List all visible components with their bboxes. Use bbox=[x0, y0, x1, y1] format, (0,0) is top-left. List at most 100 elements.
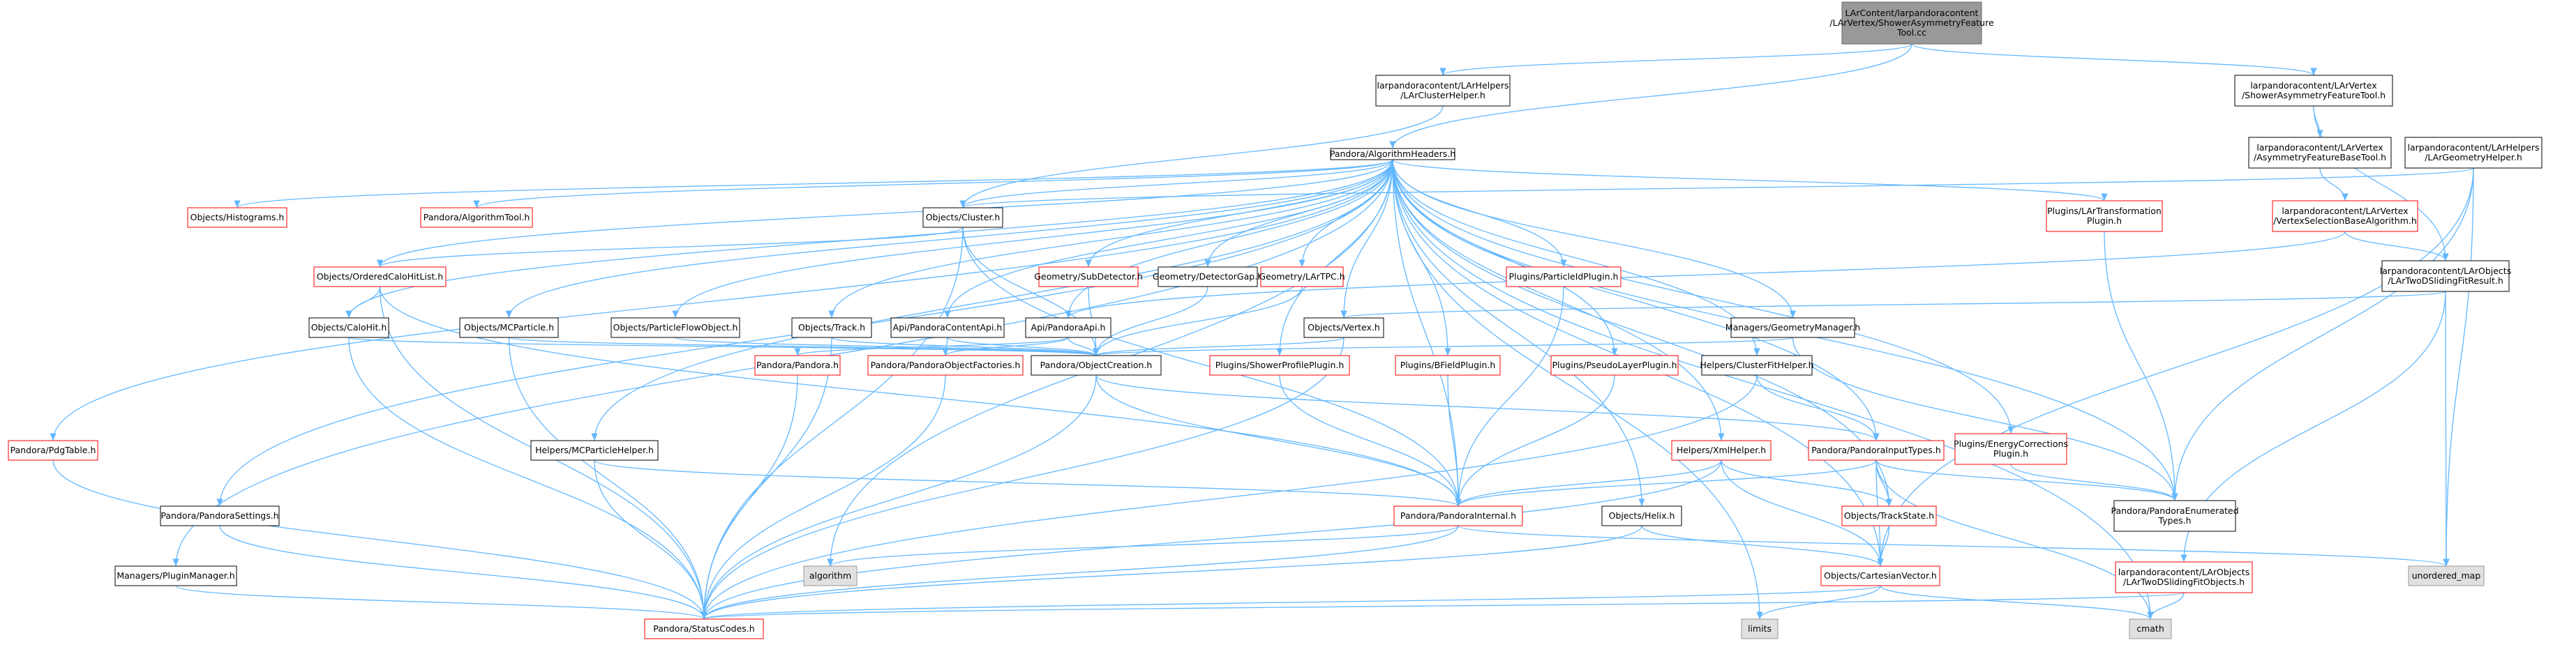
node-label: Objects/Cluster.h bbox=[926, 212, 1001, 222]
node-cartesian[interactable]: Objects/CartesianVector.h bbox=[1820, 565, 1940, 586]
node-cmath[interactable]: cmath bbox=[2129, 618, 2172, 639]
node-label: Plugins/BFieldPlugin.h bbox=[1400, 360, 1496, 370]
node-track[interactable]: Objects/Track.h bbox=[791, 317, 872, 338]
node-box-showerprofile bbox=[1209, 355, 1350, 376]
node-box-enumtypes bbox=[2113, 500, 2236, 532]
node-twodsliding[interactable]: larpandoracontent/LArObjects/LArTwoDSlid… bbox=[2380, 260, 2511, 292]
node-mcphelper[interactable]: Helpers/MCParticleHelper.h bbox=[530, 440, 659, 461]
node-pluginmgr[interactable]: Managers/PluginManager.h bbox=[114, 565, 237, 586]
node-inputtypes[interactable]: Pandora/PandoraInputTypes.h bbox=[1808, 440, 1945, 461]
node-clusterfit[interactable]: Helpers/ClusterFitHelper.h bbox=[1700, 355, 1814, 376]
node-internal[interactable]: Pandora/PandoraInternal.h bbox=[1393, 505, 1523, 526]
node-unorderedmap[interactable]: unordered_map bbox=[2408, 565, 2485, 586]
node-algheaders[interactable]: Pandora/AlgorithmHeaders.h bbox=[1330, 148, 1455, 160]
node-mcparticle[interactable]: Objects/MCParticle.h bbox=[459, 317, 559, 338]
edge-algheaders-to-orderedcalo bbox=[377, 159, 1393, 268]
node-objfactories[interactable]: Pandora/PandoraObjectFactories.h bbox=[867, 355, 1024, 376]
edge-mcparticle-to-statuscodes bbox=[508, 337, 707, 620]
node-label: Plugins/ParticleIdPlugin.h bbox=[1509, 271, 1619, 282]
node-label: Api/PandoraApi.h bbox=[1031, 322, 1106, 333]
node-pseudolayer[interactable]: Plugins/PseudoLayerPlugin.h bbox=[1550, 355, 1679, 376]
edge-helix-to-cartesian bbox=[1641, 525, 1884, 567]
node-vertex[interactable]: Objects/Vertex.h bbox=[1303, 317, 1384, 338]
node-showerasym[interactable]: larpandoracontent/LArVertex/ShowerAsymme… bbox=[2234, 75, 2393, 107]
node-objcreation[interactable]: Pandora/ObjectCreation.h bbox=[1031, 355, 1162, 376]
edge-pdgtable-to-statuscodes bbox=[52, 459, 707, 620]
node-label: Objects/TrackState.h bbox=[1844, 510, 1934, 521]
node-contentapi[interactable]: Api/PandoraContentApi.h bbox=[890, 317, 1005, 338]
node-clusterhelper[interactable]: larpandoracontent/LArHelpers/LArClusterH… bbox=[1375, 75, 1511, 107]
node-label: larpandoracontent/LArObjects bbox=[2118, 567, 2249, 577]
node-statuscodes[interactable]: Pandora/StatusCodes.h bbox=[644, 618, 764, 639]
edge-algheaders-to-pseudolayer bbox=[1392, 159, 1618, 356]
edge-geommgr-to-objcreation bbox=[1093, 337, 1794, 356]
node-box-mcparticle bbox=[459, 317, 559, 338]
node-box-algorithm bbox=[803, 565, 858, 586]
node-label: Plugins/LArTransformation bbox=[2047, 206, 2162, 216]
edge-geommgr-to-enumtypes bbox=[1792, 337, 2178, 501]
node-root[interactable]: LArContent/larpandoracontent/LArVertex/S… bbox=[1829, 1, 1994, 45]
edge-twodfitobj-to-cmath bbox=[2147, 592, 2185, 620]
node-algtool[interactable]: Pandora/AlgorithmTool.h bbox=[420, 207, 533, 228]
node-box-histograms bbox=[187, 207, 287, 228]
node-label: /LArTwoDSlidingFitObjects.h bbox=[2123, 577, 2245, 587]
node-pdgtable[interactable]: Pandora/PdgTable.h bbox=[8, 440, 98, 461]
node-algorithm[interactable]: algorithm bbox=[803, 565, 858, 586]
node-xmlhelper[interactable]: Helpers/XmlHelper.h bbox=[1671, 440, 1772, 461]
node-cluster[interactable]: Objects/Cluster.h bbox=[922, 207, 1003, 228]
edge-algheaders-to-mcparticle bbox=[505, 159, 1393, 319]
node-label: Pandora/StatusCodes.h bbox=[653, 623, 754, 634]
node-calohit[interactable]: Objects/CaloHit.h bbox=[308, 317, 389, 338]
node-twodfitobj[interactable]: larpandoracontent/LArObjects/LArTwoDSlid… bbox=[2115, 561, 2253, 593]
node-particleid[interactable]: Plugins/ParticleIdPlugin.h bbox=[1506, 266, 1622, 287]
node-geommgr[interactable]: Managers/GeometryManager.h bbox=[1725, 317, 1860, 338]
node-box-asymbase bbox=[2248, 137, 2392, 169]
node-label: Objects/OrderedCaloHitList.h bbox=[317, 271, 443, 282]
node-bfield[interactable]: Plugins/BFieldPlugin.h bbox=[1395, 355, 1501, 376]
node-pfo[interactable]: Objects/ParticleFlowObject.h bbox=[611, 317, 740, 338]
edge-bfield-to-internal bbox=[1447, 374, 1462, 507]
node-trackstate[interactable]: Objects/TrackState.h bbox=[1841, 505, 1937, 526]
node-asymbase[interactable]: larpandoracontent/LArVertex/AsymmetryFea… bbox=[2248, 137, 2392, 169]
edge-twodfitobj-to-statuscodes bbox=[701, 592, 2185, 620]
node-subdetector[interactable]: Geometry/SubDetector.h bbox=[1034, 266, 1143, 287]
edge-algheaders-to-cluster bbox=[959, 159, 1393, 208]
node-vertexsel[interactable]: larpandoracontent/LArVertex/VertexSelect… bbox=[2272, 200, 2418, 232]
edge-pluginmgr-to-statuscodes bbox=[175, 585, 707, 620]
edge-transplugin-to-enumtypes bbox=[2104, 231, 2178, 501]
node-label: /AsymmetryFeatureBaseTool.h bbox=[2254, 152, 2386, 162]
node-settings[interactable]: Pandora/PandoraSettings.h bbox=[160, 505, 280, 526]
node-label: Pandora/PandoraInternal.h bbox=[1400, 510, 1516, 521]
edge-helix-to-statuscodes bbox=[701, 525, 1642, 620]
node-label: Objects/Vertex.h bbox=[1308, 322, 1380, 333]
node-box-mcphelper bbox=[530, 440, 659, 461]
node-detectorgap[interactable]: Geometry/DetectorGap.h bbox=[1153, 266, 1263, 287]
node-box-pandoraapi bbox=[1025, 317, 1111, 338]
node-box-track bbox=[791, 317, 872, 338]
edge-showerasym-to-asymbase bbox=[2313, 105, 2323, 138]
node-box-vertexsel bbox=[2272, 200, 2418, 232]
node-box-clusterfit bbox=[1701, 355, 1813, 376]
node-label: Pandora/AlgorithmHeaders.h bbox=[1330, 149, 1455, 159]
node-box-lartpc bbox=[1260, 266, 1344, 287]
node-box-unorderedmap bbox=[2408, 565, 2485, 586]
node-lartpc[interactable]: Geometry/LArTPC.h bbox=[1259, 266, 1345, 287]
node-pandora[interactable]: Pandora/Pandora.h bbox=[754, 355, 841, 376]
node-showerprofile[interactable]: Plugins/ShowerProfilePlugin.h bbox=[1209, 355, 1350, 376]
edge-cluster-to-orderedcalo bbox=[377, 227, 964, 268]
node-limits[interactable]: limits bbox=[1741, 618, 1779, 639]
node-pandoraapi[interactable]: Api/PandoraApi.h bbox=[1025, 317, 1111, 338]
node-label: Helpers/ClusterFitHelper.h bbox=[1700, 360, 1813, 370]
node-helix[interactable]: Objects/Helix.h bbox=[1601, 505, 1682, 526]
node-box-pfo bbox=[611, 317, 740, 338]
node-geomhelper[interactable]: larpandoracontent/LArHelpers/LArGeometry… bbox=[2404, 137, 2543, 169]
node-histograms[interactable]: Objects/Histograms.h bbox=[187, 207, 287, 228]
node-label: Geometry/SubDetector.h bbox=[1034, 271, 1143, 282]
node-orderedcalo[interactable]: Objects/OrderedCaloHitList.h bbox=[313, 266, 447, 287]
node-box-algheaders bbox=[1330, 148, 1455, 160]
node-label: /LArClusterHelper.h bbox=[1400, 90, 1485, 100]
